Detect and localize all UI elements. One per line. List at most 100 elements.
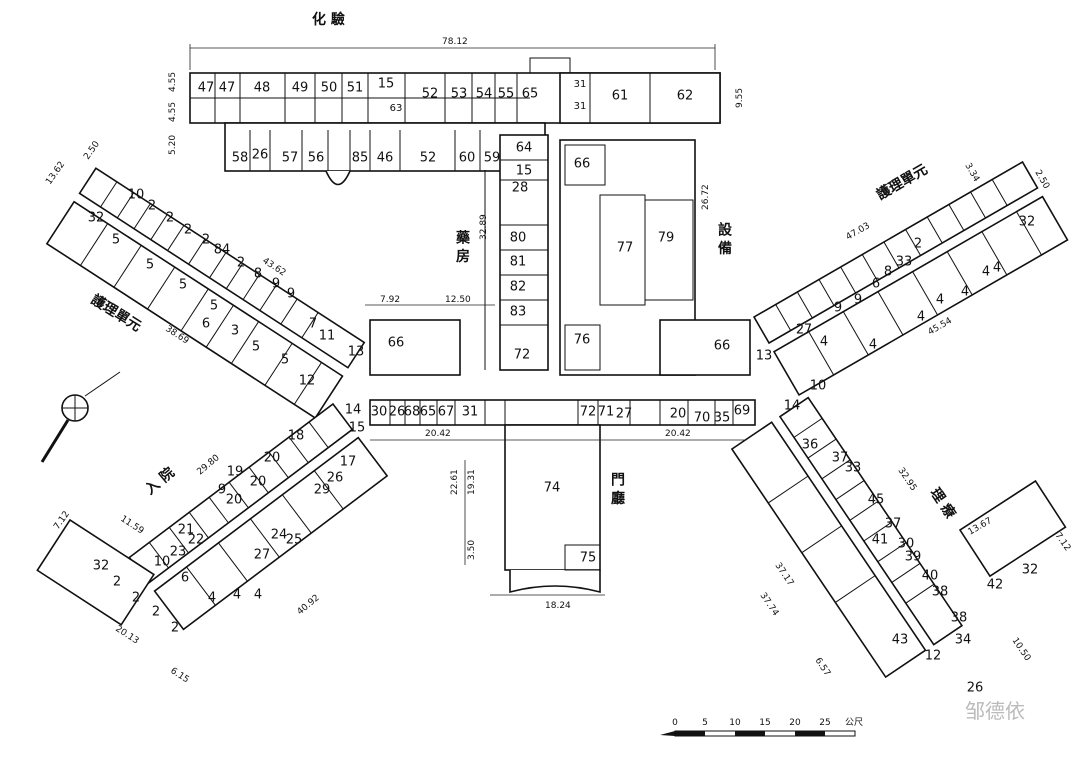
room-label-left-lower: 4 (254, 588, 262, 603)
lobby-block (504, 424, 601, 594)
room-label-right-upper: 4 (993, 261, 1001, 276)
room-label-left-upper: 3 (231, 324, 239, 339)
center-corridor (369, 319, 756, 426)
room-label-pharmacy: 64 (516, 141, 533, 156)
room-label-right-lower: 34 (955, 633, 972, 648)
room-label-top-row1: 61 (612, 89, 629, 104)
room-label-top-row2: 60 (459, 151, 476, 166)
room-label-left-lower: 25 (286, 533, 303, 548)
room-label-left-upper: 5 (179, 278, 187, 293)
room-label-top-row1: 15 (378, 77, 395, 92)
room-label-pharmacy: 28 (512, 181, 529, 196)
room-label-center-row: 72 (580, 405, 597, 420)
dim-lr-b: 6.15 (168, 666, 190, 685)
zone-label-care-unit-right: 護理單元 (874, 161, 931, 204)
room-label-top-row1: 65 (522, 87, 539, 102)
room-label-left-lower: 23 (170, 545, 187, 560)
dim-ur-a: 3.34 (962, 162, 981, 185)
room-label-right-lower: 40 (922, 569, 939, 584)
room-label-top-row1: 55 (498, 87, 515, 102)
room-label-left-lower: 22 (188, 533, 205, 548)
zone-label-lobby: 門 廳 (609, 472, 625, 506)
scale-bar (660, 730, 856, 737)
lower-left-wing (128, 402, 389, 631)
dim-lobby-width: 18.24 (545, 601, 571, 611)
room-label-right-lower: 36 (802, 438, 819, 453)
dim-corr-a: 7.92 (380, 295, 400, 305)
room-label-top-row2: 57 (282, 151, 299, 166)
room-label-top-row1: 62 (677, 89, 694, 104)
room-label-top-row2: 58 (232, 151, 249, 166)
room-label-left-upper: 9 (272, 277, 280, 292)
room-label-left-lower: 24 (271, 528, 288, 543)
room-label-top-row1: 49 (292, 81, 309, 96)
room-label-top-row2: 26 (252, 148, 269, 163)
zone-label-admission: 入 院 (142, 464, 178, 498)
room-label-equipment: 66 (714, 339, 731, 354)
room-label-left-upper: 5 (146, 258, 154, 273)
dim-lobby-h1: 22.61 (450, 469, 460, 495)
room-label-right-upper: 4 (982, 265, 990, 280)
room-label-top-small: 31 (574, 79, 587, 90)
dim-top-l3: 5.20 (168, 135, 178, 155)
room-label-top-row1: 48 (254, 81, 271, 96)
dim-top-width: 78.12 (442, 37, 468, 47)
room-label-left-lower: 26 (327, 471, 344, 486)
dim-lr-e: 40.92 (296, 593, 322, 617)
room-label-right-lower: 37 (885, 517, 902, 532)
room-label-right-upper: 2 (914, 237, 922, 252)
dim-lower-left: 29.80 (196, 453, 222, 477)
dim-equip-h: 26.72 (701, 184, 711, 210)
room-label-left-lower: 15 (349, 421, 366, 436)
zone-label-equipment: 設 備 (716, 221, 732, 256)
room-label-right-upper: 6 (872, 277, 880, 292)
top-block (189, 57, 721, 186)
room-label-top-row1: 54 (476, 87, 493, 102)
dim-top-l2: 4.55 (168, 102, 178, 122)
room-label-left-upper: 8 (254, 267, 262, 282)
room-label-left-upper: 11 (319, 329, 336, 344)
room-label-left-upper: 6 (202, 317, 210, 332)
room-label-left-lower: 2 (132, 591, 140, 606)
room-label-right-lower: 42 (987, 578, 1004, 593)
dim-top-l1: 4.55 (168, 72, 178, 92)
room-label-center-row: 67 (438, 405, 455, 420)
room-label-right-upper: 9 (834, 301, 842, 316)
dim-ul-b: 13.62 (44, 160, 67, 187)
room-label-top-row1: 47 (198, 81, 215, 96)
room-label-right-lower: 41 (872, 533, 889, 548)
room-label-left-upper: 7 (309, 317, 317, 332)
room-label-right-upper: 4 (917, 310, 925, 325)
room-label-pharmacy: 83 (510, 305, 527, 320)
room-label-left-lower: 20 (226, 493, 243, 508)
room-label-left-lower: 20 (250, 475, 267, 490)
scale-unit: 公尺 (845, 717, 863, 728)
room-label-left-upper: 5 (281, 353, 289, 368)
room-label-top-row2: 52 (420, 151, 437, 166)
room-label-top-row1: 53 (451, 87, 468, 102)
room-label-top-row2: 56 (308, 151, 325, 166)
room-label-top-small: 63 (390, 103, 403, 114)
room-label-right-upper: 9 (854, 293, 862, 308)
room-label-center-row: 70 (694, 411, 711, 426)
dim-top-r: 9.55 (735, 88, 745, 108)
room-label-top-row2: 46 (377, 151, 394, 166)
scale-tick-0: 0 (672, 718, 678, 728)
room-label-left-upper: 10 (128, 188, 145, 203)
room-label-equipment: 66 (574, 157, 591, 172)
upper-left-wing (45, 167, 366, 420)
room-label-left-lower: 2 (113, 575, 121, 590)
dim-rr-c: 10.50 (1010, 636, 1033, 663)
dim-right-wing-len: 47.03 (845, 221, 872, 243)
dim-rr-f: 6.57 (813, 656, 833, 678)
room-label-left-upper: 2 (148, 199, 156, 214)
room-label-left-lower: 27 (254, 548, 271, 563)
room-label-pharmacy: 82 (510, 280, 527, 295)
dim-lower-right: 32.95 (896, 466, 919, 493)
room-label-left-lower: 21 (178, 523, 195, 538)
room-label-right-lower: 39 (905, 550, 922, 565)
room-label-left-lower: 2 (152, 605, 160, 620)
room-label-left-upper: 2 (237, 256, 245, 271)
room-label-pharmacy: 72 (514, 348, 531, 363)
